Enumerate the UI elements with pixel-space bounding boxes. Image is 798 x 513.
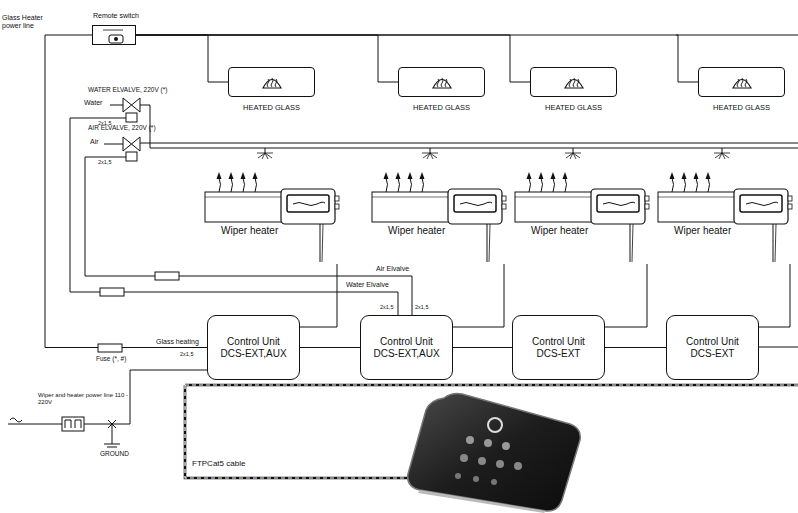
wire-line — [759, 264, 790, 327]
heated-glass-icon — [431, 74, 453, 90]
node-label: Wiper heater — [529, 225, 590, 237]
wire-line — [136, 35, 228, 82]
heated-glass-icon — [261, 74, 283, 90]
spray-nozzles — [257, 148, 730, 159]
wiper-heater: Wiper heater — [372, 172, 507, 264]
wire-label: AIR ELVALVE, 220V (*) — [88, 124, 156, 131]
node-label: Control Unit DCS-EXT,AUX — [214, 336, 294, 359]
wire-label: WATER ELVALVE, 220V (*) — [88, 86, 167, 93]
wiper-heater: Wiper heater — [658, 172, 793, 264]
wiper-heater-drawing — [515, 172, 650, 264]
wire-label: Glass heating — [156, 338, 199, 346]
wire-connector — [300, 264, 337, 327]
wire-connector — [453, 264, 504, 327]
wire-label: Wiper and heater power line 110 - 220V — [38, 392, 128, 406]
wire-label: 2x1,5 — [415, 304, 428, 310]
wiper-heater-drawing — [372, 172, 507, 264]
node-label: HEATED GLASS — [689, 104, 794, 113]
heated-glass-icon — [731, 74, 753, 90]
wire-label: GROUND — [100, 450, 129, 457]
node-label: HEATED GLASS — [219, 104, 324, 113]
heated-glass-box: HEATED GLASS — [398, 67, 485, 97]
wire-connector — [300, 347, 360, 348]
heated-glass-box: HEATED GLASS — [530, 67, 617, 97]
wire-connector — [605, 347, 666, 348]
wire-label: 2x1,5 — [98, 159, 111, 165]
heated-glass-box: HEATED GLASS — [698, 67, 785, 97]
wire-label: Fuse (*, #) — [96, 355, 126, 362]
wire-label: Glass Heater power line — [2, 14, 54, 30]
wire-label: Air Elvalve — [376, 265, 409, 273]
wiper-heater-drawing — [205, 172, 340, 264]
wire-line — [300, 347, 360, 348]
heated-glass-icon — [563, 74, 585, 90]
heated-glass-box: HEATED GLASS — [228, 67, 315, 97]
node-label: Wiper heater — [386, 225, 447, 237]
wire-line — [453, 264, 504, 327]
wire-connector — [136, 35, 228, 82]
control-unit-box: Control Unit DCS-EXT — [666, 315, 759, 380]
wire-line — [300, 264, 337, 327]
node-label: Control Unit DCS-EXT,AUX — [367, 336, 447, 359]
control-unit-box: Control Unit DCS-EXT,AUX — [360, 315, 453, 380]
node-label: HEATED GLASS — [521, 104, 626, 113]
wire-line — [605, 264, 647, 327]
node-label: Control Unit DCS-EXT — [673, 336, 753, 359]
wire-connector — [45, 35, 207, 348]
wire-label: 2x1,5 — [180, 351, 193, 357]
switch-symbol — [93, 26, 137, 46]
node-label: Control Unit DCS-EXT — [519, 336, 599, 359]
node-label: HEATED GLASS — [389, 104, 494, 113]
wire-connector — [453, 347, 512, 348]
wire-label: FTPCat5 cable — [192, 459, 245, 468]
control-unit-box: Control Unit DCS-EXT,AUX — [207, 315, 300, 380]
wire-line — [45, 35, 207, 348]
wire-connector — [605, 264, 647, 327]
node-label: Wiper heater — [219, 225, 280, 237]
node-label: Wiper heater — [672, 225, 733, 237]
wire-label: Water — [84, 99, 102, 107]
wiper-heater: Wiper heater — [205, 172, 340, 264]
keypad-illustration — [408, 394, 581, 513]
wiper-heater-drawing — [658, 172, 793, 264]
wire-label: 2x1,5 — [380, 304, 393, 310]
power-symbol — [10, 417, 116, 431]
wire-line — [605, 347, 666, 348]
node-label: Remote switch — [93, 12, 139, 20]
remote-switch-box: Remote switch — [92, 25, 136, 45]
wire-label: Water Elvalve — [346, 281, 389, 289]
wire-line — [453, 347, 512, 348]
wiper-heater: Wiper heater — [515, 172, 650, 264]
control-unit-box: Control Unit DCS-EXT — [512, 315, 605, 380]
wire-connector — [759, 264, 790, 327]
wire-label: Air — [90, 138, 99, 146]
